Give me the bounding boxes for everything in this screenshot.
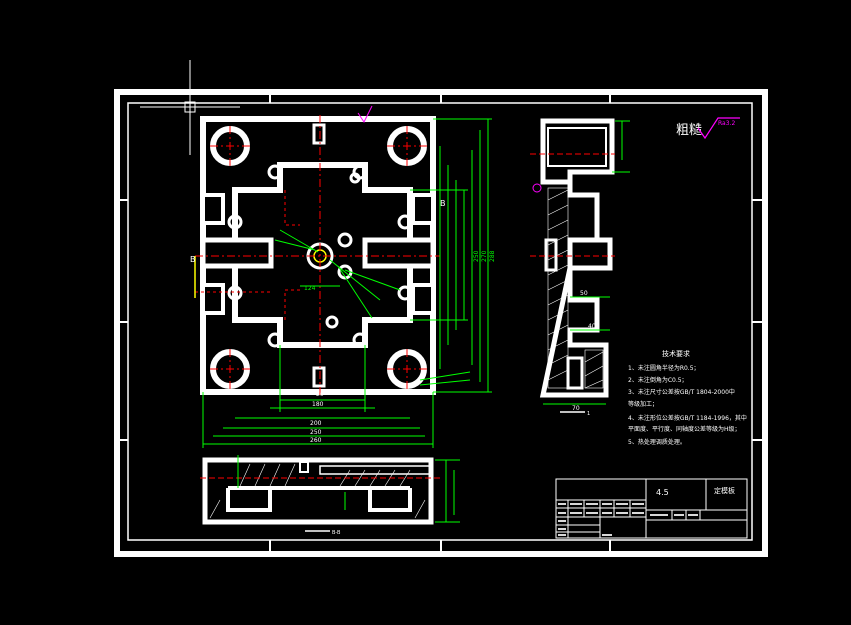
svg-text:260: 260	[310, 437, 322, 444]
svg-text:50: 50	[580, 290, 588, 297]
svg-text:250: 250	[310, 429, 322, 436]
svg-text:粗糙: 粗糙	[676, 123, 702, 138]
title-block-text: 4.5 定模板	[656, 486, 735, 497]
scale-value: 4.5	[656, 488, 669, 497]
plan-dimensions	[202, 118, 492, 448]
crosshair-cursor	[140, 60, 240, 155]
svg-text:B: B	[440, 199, 446, 208]
technical-requirements: 技术要求 1、未注圆角半径为R0.5； 2、未注倒角为C0.5； 3、未注尺寸公…	[628, 349, 747, 446]
bottom-section-view: B-B	[200, 455, 460, 536]
tech-req-item: 4、未注形位公差按GB/T 1184-1996，其中	[628, 414, 747, 422]
plan-dimension-text: 20 180 200 250 260 124 250 270 288	[304, 250, 496, 444]
svg-text:1: 1	[587, 411, 590, 417]
tech-req-item: 5、热处理调质处理。	[628, 438, 686, 446]
svg-text:20: 20	[316, 391, 324, 398]
svg-text:124: 124	[304, 285, 316, 292]
svg-text:270: 270	[481, 250, 488, 262]
svg-text:250: 250	[473, 250, 480, 262]
tech-req-item: 等级加工；	[628, 400, 658, 408]
tech-requirements-title: 技术要求	[662, 349, 690, 358]
svg-text:70: 70	[572, 405, 580, 412]
tech-req-item: 1、未注圆角半径为R0.5；	[628, 364, 700, 372]
svg-text:180: 180	[312, 401, 324, 408]
svg-text:40: 40	[588, 323, 596, 330]
svg-text:B-B: B-B	[332, 530, 341, 536]
section-marker-b: B B	[190, 199, 446, 298]
general-roughness-symbol: 粗糙 Ra3.2	[676, 117, 740, 140]
tech-req-item: 3、未注尺寸公差按GB/T 1804-2000中	[628, 388, 735, 396]
plan-view: B B	[190, 105, 446, 395]
sheet-border	[114, 89, 768, 557]
roughness-mark	[357, 105, 373, 123]
svg-text:200: 200	[310, 420, 322, 427]
svg-text:B: B	[190, 255, 196, 264]
svg-text:288: 288	[489, 250, 496, 262]
side-section-view: 50 40 70 1	[530, 118, 630, 417]
svg-text:Ra3.2: Ra3.2	[718, 120, 735, 127]
tech-req-item: 2、未注倒角为C0.5；	[628, 376, 688, 384]
part-name: 定模板	[714, 486, 735, 495]
title-block	[555, 478, 748, 539]
tech-req-item: 平面度、平行度、同轴度公差等级为H级；	[628, 425, 741, 433]
